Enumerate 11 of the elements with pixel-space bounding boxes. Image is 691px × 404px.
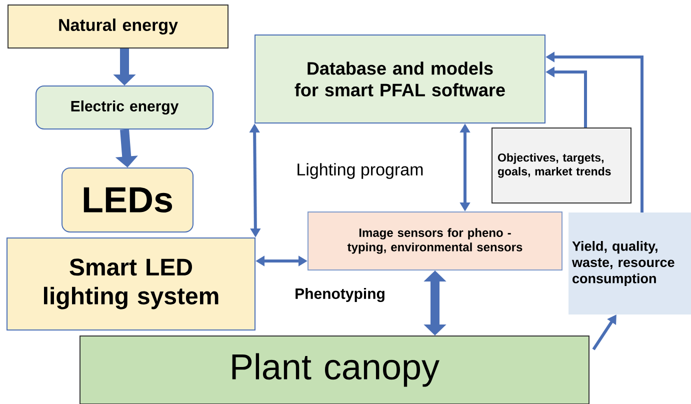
input-box: Objectives, targets, goals, market trends — [492, 128, 632, 204]
sensor-box: Image sensors for pheno - typing, environmental sensors — [308, 211, 562, 270]
output-box: Yield, quality, waste, resource consumption — [568, 212, 691, 314]
annotation-text: Phenotyping — [296, 288, 384, 302]
canopy-box: Plant canopy — [80, 335, 590, 404]
annotation-text: Lighting program — [298, 163, 423, 179]
source-box: Natural energy — [8, 4, 228, 48]
system-box: Smart LED lighting system — [6, 238, 256, 330]
software-box: Database and models for smart PFAL software — [254, 34, 546, 124]
component-box: LEDs — [62, 168, 194, 232]
process-box: Electric energy — [36, 86, 214, 130]
